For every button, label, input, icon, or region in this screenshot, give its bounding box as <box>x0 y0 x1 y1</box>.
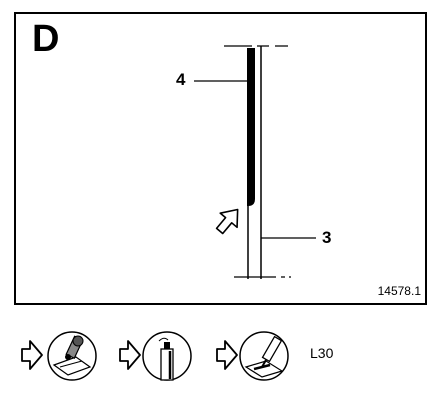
diagram-frame: D 4 3 14578.1 <box>14 12 427 305</box>
callout-4: 4 <box>176 70 186 89</box>
outline-right-arrow-icon <box>119 340 141 370</box>
procedure-step-label: L30 <box>310 345 334 361</box>
degrease-brush-icon <box>47 331 97 381</box>
apply-sealant-icon <box>239 331 289 381</box>
panel-letter: D <box>32 18 60 60</box>
direction-arrow-icon <box>215 208 239 235</box>
diagram-drawing <box>194 45 316 279</box>
seal-strip <box>247 48 255 206</box>
procedure-strip <box>21 331 289 381</box>
figure-number: 14578.1 <box>377 284 421 298</box>
callout-3: 3 <box>322 228 332 247</box>
spray-can-icon <box>142 331 192 381</box>
outline-right-arrow-icon <box>216 340 238 370</box>
outline-right-arrow-icon <box>21 340 43 370</box>
